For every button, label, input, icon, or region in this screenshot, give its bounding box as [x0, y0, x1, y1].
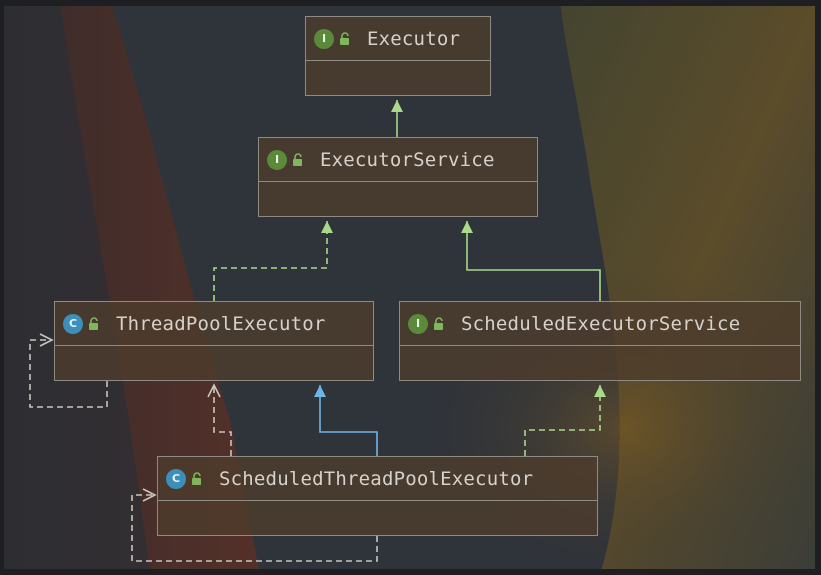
- open-lock-icon: [340, 31, 349, 45]
- node-header: I Executor: [306, 17, 490, 61]
- arrowhead-filled: [461, 221, 473, 233]
- arrowhead-open: [207, 383, 221, 398]
- arrowhead-open: [39, 333, 54, 347]
- edge-extends: [466, 221, 601, 301]
- node-title: ScheduledExecutorService: [461, 312, 741, 335]
- open-lock-icon: [192, 471, 201, 485]
- edge-extends: [319, 385, 378, 456]
- arrowhead-open: [142, 488, 157, 502]
- open-lock-icon: [89, 316, 98, 330]
- interface-icon: I: [267, 149, 287, 170]
- node-scheduled-executor-service[interactable]: I ScheduledExecutorService: [399, 301, 801, 381]
- node-thread-pool-executor[interactable]: C ThreadPoolExecutor: [54, 301, 374, 381]
- class-icon: C: [63, 313, 83, 334]
- edge-implements: [213, 221, 328, 301]
- arrowhead-filled: [391, 100, 403, 112]
- open-lock-icon: [434, 316, 443, 330]
- node-executor[interactable]: I Executor: [305, 16, 491, 96]
- interface-icon: I: [314, 28, 334, 49]
- node-header: C ScheduledThreadPoolExecutor: [158, 457, 597, 501]
- edge-self-dependency: [29, 339, 108, 408]
- node-title: ThreadPoolExecutor: [116, 312, 326, 335]
- arrowhead-filled: [321, 221, 333, 233]
- node-title: ScheduledThreadPoolExecutor: [219, 467, 534, 490]
- node-title: Executor: [367, 27, 461, 50]
- node-executor-service[interactable]: I ExecutorService: [258, 137, 538, 217]
- node-header: C ThreadPoolExecutor: [55, 302, 373, 346]
- node-header: I ExecutorService: [259, 138, 537, 182]
- arrowhead-filled: [314, 385, 326, 397]
- interface-icon: I: [408, 313, 428, 334]
- node-title: ExecutorService: [320, 148, 495, 171]
- edge-implements: [524, 385, 601, 456]
- class-icon: C: [166, 468, 186, 489]
- edge-self-dependency: [131, 494, 378, 562]
- arrowhead-filled: [594, 385, 606, 397]
- node-scheduled-thread-pool-executor[interactable]: C ScheduledThreadPoolExecutor: [157, 456, 598, 536]
- node-header: I ScheduledExecutorService: [400, 302, 800, 346]
- edge-dependency: [213, 385, 232, 456]
- open-lock-icon: [293, 152, 302, 166]
